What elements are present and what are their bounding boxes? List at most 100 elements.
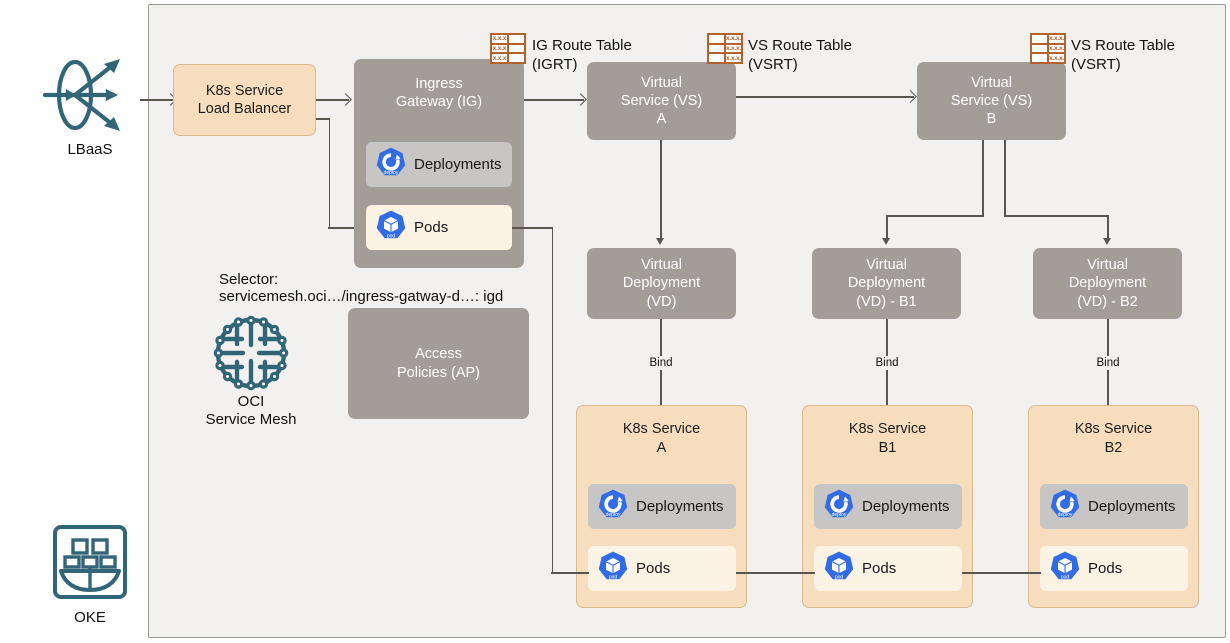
vsrt-b-cell-6: x.x.x. (1048, 53, 1065, 63)
svca-line1: K8s Service (622, 421, 701, 437)
vdb2-line2: Deployment (1068, 275, 1147, 292)
connector-ig-to-vsa (524, 99, 584, 101)
connector-vsb-to-vdb2-h (1004, 215, 1109, 217)
vda-line3: (VD) (646, 293, 677, 310)
vda-line2: Deployment (622, 275, 701, 292)
vdb1-line2: Deployment (847, 275, 926, 292)
svcb2-line1: K8s Service (1074, 421, 1153, 437)
vdb1-line1: Virtual (866, 257, 907, 274)
virtual-deployment-b2-box[interactable]: Virtual Deployment (VD) - B2 (1033, 248, 1182, 319)
connector-lb-to-igpods-h1 (316, 118, 330, 120)
virtual-service-b-box[interactable]: Virtual Service (VS) B (917, 62, 1066, 140)
vsrt-b-route-table-icon: x.x.x. x.x.x. x.x.x. (1030, 33, 1066, 64)
svg-text:pod: pod (835, 574, 844, 580)
svcb1-deployments-pill[interactable]: deploy Deployments (814, 484, 962, 529)
vsrt-a-cell-6: x.x.x. (725, 53, 742, 63)
igrt-cell-6 (508, 53, 525, 63)
connector-vsb-to-vdb1-v2 (886, 215, 888, 240)
svca-pods-label: Pods (636, 560, 671, 577)
svcb2-line2: B2 (1104, 439, 1123, 456)
igrt-cell-3: x.x.x (491, 43, 508, 54)
svca-deployments-pill[interactable]: deploy Deployments (588, 484, 736, 529)
svcb2-deployments-label: Deployments (1088, 498, 1176, 515)
vsa-line3: A (656, 111, 667, 128)
arrow-vsa-to-vd (656, 238, 664, 245)
k8s-pod-icon: pod (823, 550, 855, 587)
vsb-line1: Virtual (971, 74, 1012, 91)
vsa-line1: Virtual (641, 74, 682, 91)
connector-igpods-v (551, 227, 554, 573)
svg-text:pod: pod (387, 233, 396, 239)
lb-line2: Load Balancer (197, 101, 292, 117)
vdb2-line1: Virtual (1087, 257, 1128, 274)
igrt-label: IG Route Table (IGRT) (532, 36, 632, 74)
svcb1-pods-label: Pods (862, 560, 897, 577)
lbaas-label: LBaaS (67, 141, 113, 158)
vsrt-b-cell-5 (1031, 53, 1048, 63)
svg-text:deploy: deploy (384, 170, 399, 176)
vsb-line2: Service (VS) (950, 92, 1033, 109)
ig-deployments-label: Deployments (414, 156, 502, 173)
vsrt-b-label: VS Route Table (VSRT) (1071, 36, 1175, 74)
vsrt-b-cell-4: x.x.x. (1048, 43, 1065, 54)
svg-text:pod: pod (1061, 574, 1070, 580)
svca-line2: A (656, 439, 667, 456)
igrt-route-table-icon: x.x.x x.x.x x.x.x (490, 33, 526, 64)
oci-service-mesh-label-line2: Service Mesh (205, 411, 297, 428)
k8s-deployment-icon: deploy (1049, 488, 1081, 525)
connector-lb-to-igpods-v (328, 118, 331, 228)
k8s-deployment-icon: deploy (375, 146, 407, 183)
connector-vsb-to-vdb1-h (886, 215, 984, 217)
ig-pods-pill[interactable]: pod Pods (366, 205, 512, 250)
connector-vsa-to-vd (660, 140, 662, 240)
access-policies-box[interactable]: Access Policies (AP) (348, 308, 529, 419)
selector-line1: Selector: (219, 271, 279, 288)
k8s-pod-icon: pod (375, 209, 407, 246)
svca-pods-pill[interactable]: pod Pods (588, 546, 736, 591)
connector-vsb-to-vdb2-v1 (1004, 140, 1006, 216)
igrt-cell-4 (508, 43, 525, 54)
vsrt-a-route-table-icon: x.x.x. x.x.x. x.x.x. (707, 33, 743, 64)
vsrt-a-label-line1: VS Route Table (748, 37, 852, 54)
svg-text:pod: pod (609, 574, 618, 580)
k8s-deployment-icon: deploy (823, 488, 855, 525)
ap-line2: Policies (AP) (397, 364, 480, 381)
svcb2-deployments-pill[interactable]: deploy Deployments (1040, 484, 1188, 529)
connector-lb-to-igpods-h2 (328, 227, 366, 229)
oke-label: OKE (74, 609, 106, 626)
lb-line1: K8s Service (205, 82, 284, 99)
virtual-deployment-b1-box[interactable]: Virtual Deployment (VD) - B1 (812, 248, 961, 319)
ig-deployments-pill[interactable]: deploy Deployments (366, 142, 512, 187)
svca-deployments-label: Deployments (636, 498, 724, 515)
bind-label-a: Bind (640, 356, 682, 370)
svcb2-pods-pill[interactable]: pod Pods (1040, 546, 1188, 591)
svg-text:deploy: deploy (832, 512, 847, 518)
vsrt-a-label-line2: (VSRT) (748, 56, 798, 74)
svcb1-pods-pill[interactable]: pod Pods (814, 546, 962, 591)
vsrt-a-label: VS Route Table (VSRT) (748, 36, 852, 74)
k8s-deployment-icon: deploy (597, 488, 629, 525)
svg-text:deploy: deploy (1058, 512, 1073, 518)
virtual-service-a-box[interactable]: Virtual Service (VS) A (587, 62, 736, 140)
connector-vsa-to-vsb (736, 96, 914, 98)
vsrt-a-cell-2: x.x.x. (725, 34, 742, 44)
arrow-vsb-to-vdb1 (882, 238, 890, 245)
connector-igpods-h1 (512, 227, 553, 229)
vsrt-a-cell-3 (708, 43, 725, 54)
ig-line2: Gateway (IG) (395, 94, 483, 111)
igrt-cell-5: x.x.x (491, 53, 508, 63)
vsrt-a-cell-5 (708, 53, 725, 63)
connector-pods-b1-to-b2 (962, 572, 1041, 574)
vsrt-b-cell-2: x.x.x. (1048, 34, 1065, 44)
igrt-cell-2 (508, 34, 525, 44)
lbaas-icon (40, 55, 140, 135)
ig-pods-label: Pods (414, 219, 449, 236)
igrt-cell-1: x.x.x (491, 34, 508, 44)
virtual-deployment-a-box[interactable]: Virtual Deployment (VD) (587, 248, 736, 319)
vda-line1: Virtual (641, 257, 682, 274)
oci-service-mesh-icon (210, 312, 292, 394)
k8s-service-load-balancer-box[interactable]: K8s Service Load Balancer (173, 64, 316, 136)
svcb1-line1: K8s Service (848, 421, 927, 437)
igrt-label-line1: IG Route Table (532, 37, 632, 54)
